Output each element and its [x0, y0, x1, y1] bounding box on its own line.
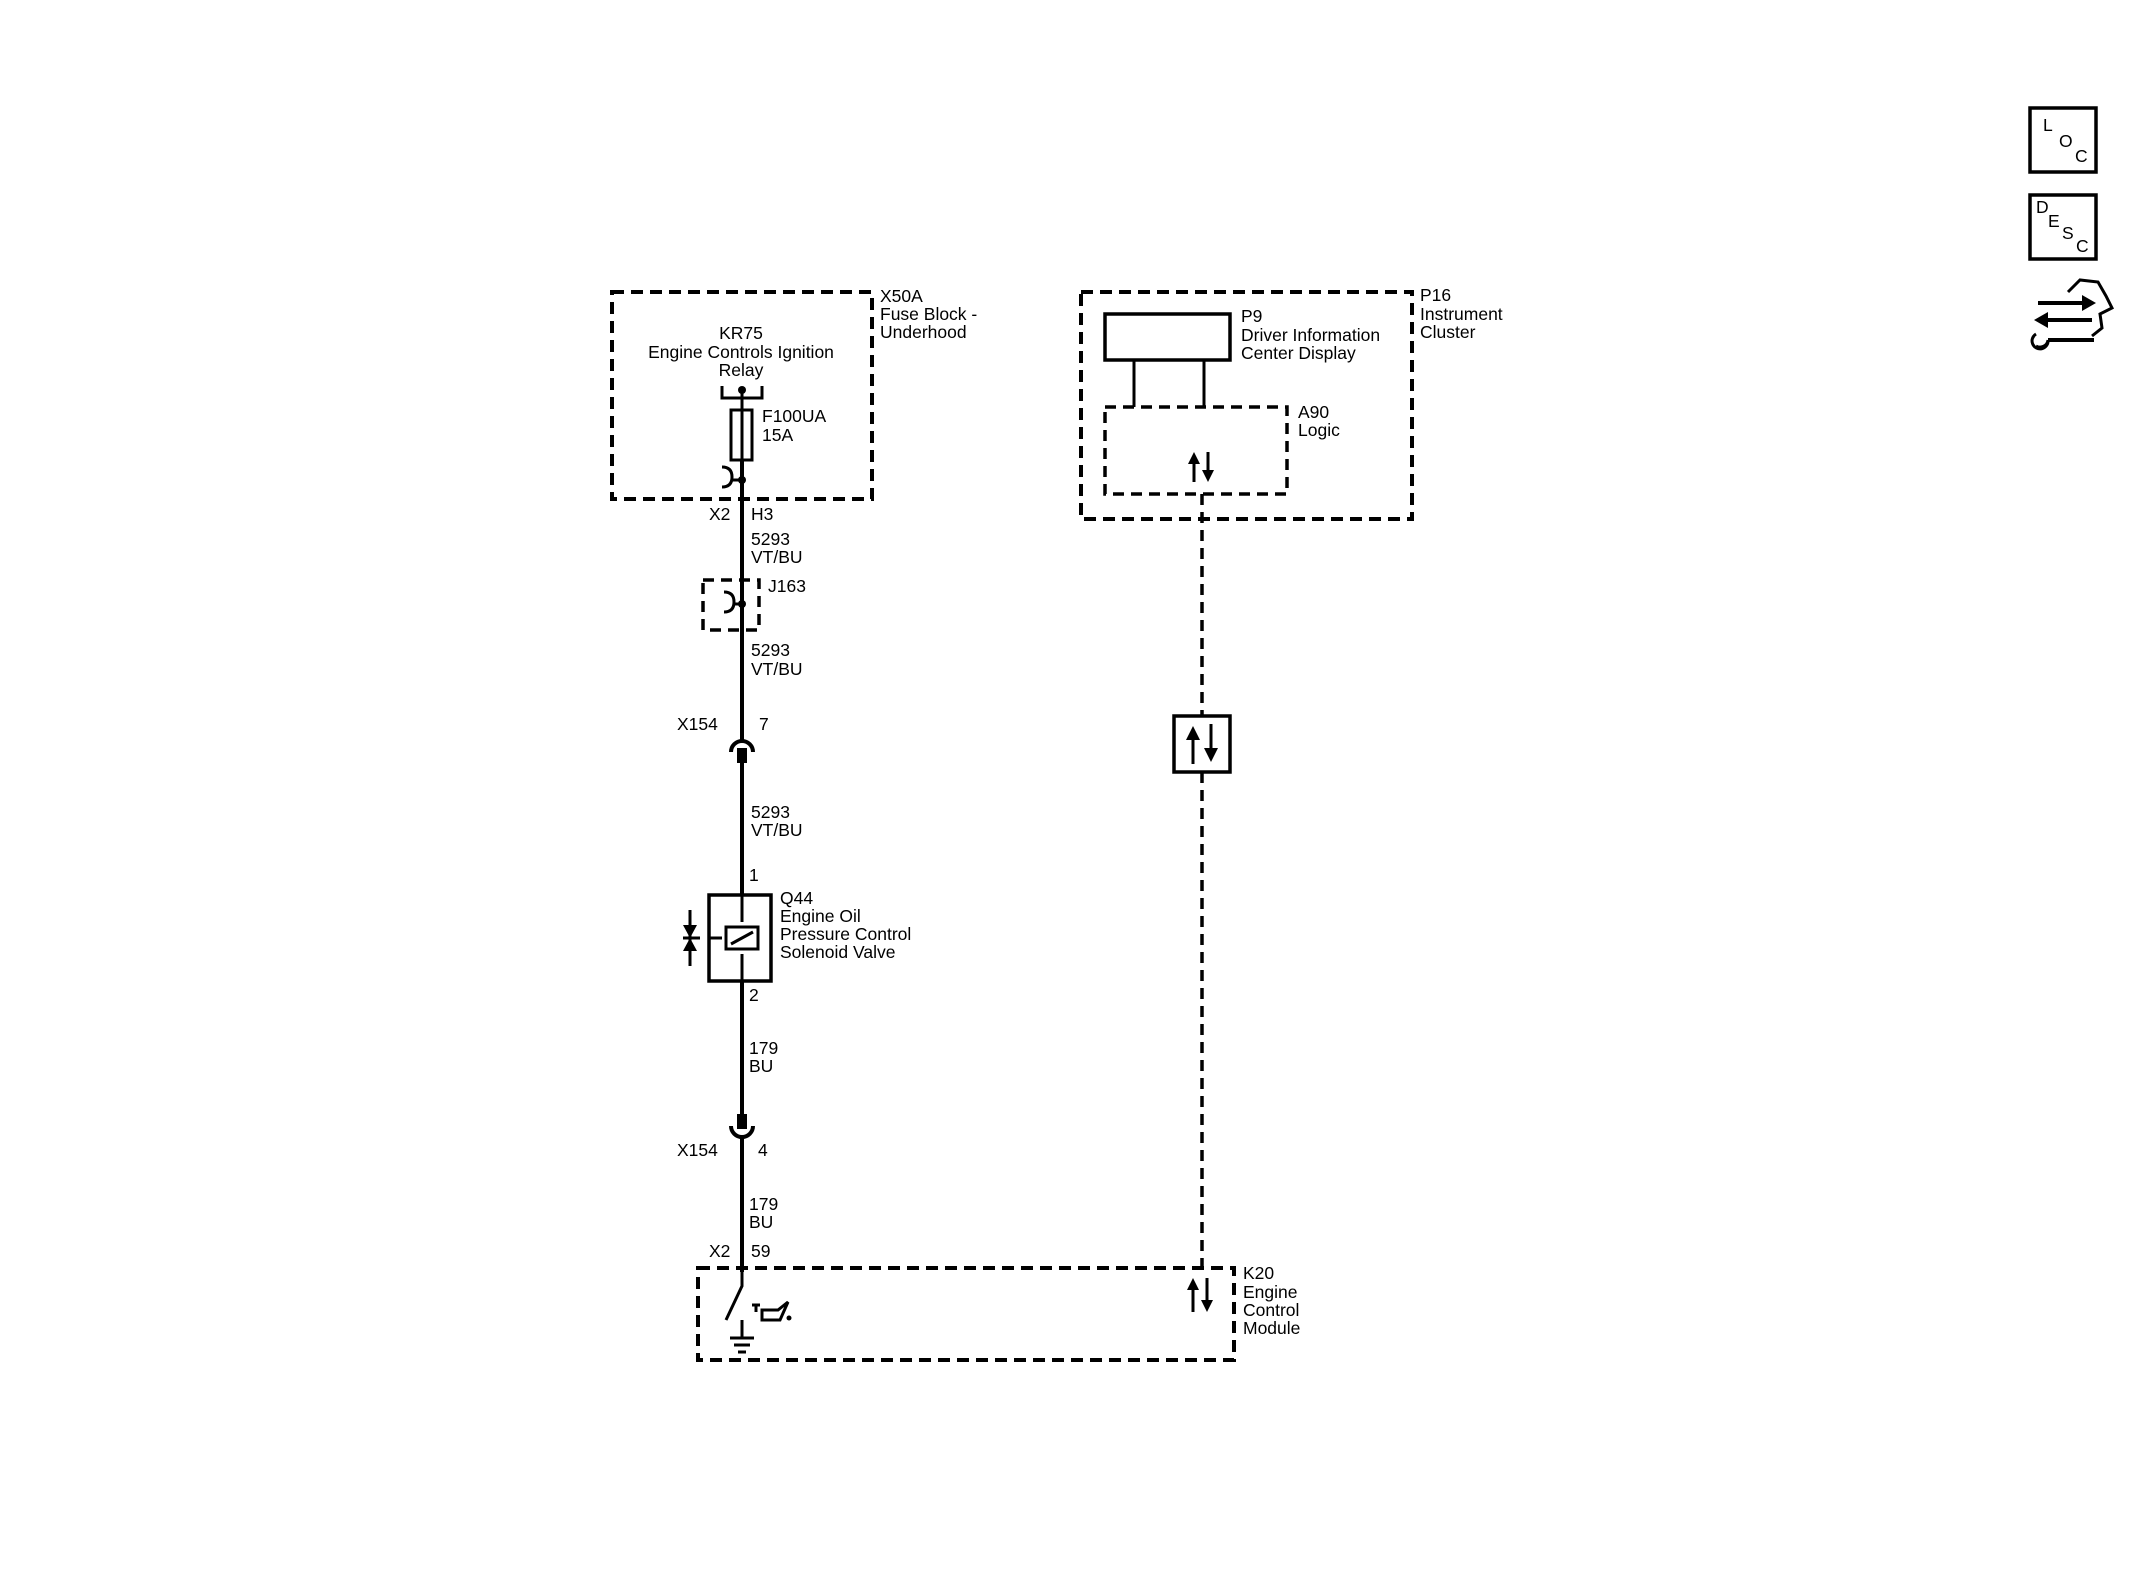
svg-text:Logic: Logic — [1298, 420, 1340, 440]
inline-connector-x154-7 — [729, 739, 755, 763]
fuse-label: F100UA 15A — [762, 406, 827, 445]
svg-text:Engine: Engine — [1243, 1282, 1298, 1302]
splice-j163-label: J163 — [768, 576, 806, 596]
wire-179-label-2: 179 BU — [749, 1194, 778, 1232]
wire-179-label-1: 179 BU — [749, 1038, 778, 1076]
svg-text:VT/BU: VT/BU — [751, 659, 803, 679]
relay-contact-symbol — [720, 386, 764, 410]
svg-text:E: E — [2048, 211, 2060, 231]
instrument-cluster-label: P16 Instrument Cluster — [1420, 285, 1503, 342]
svg-text:Control: Control — [1243, 1300, 1299, 1320]
instrument-cluster-boundary — [1079, 290, 1414, 521]
svg-text:4: 4 — [758, 1140, 768, 1160]
svg-text:Solenoid Valve: Solenoid Valve — [780, 942, 895, 962]
desc-button[interactable]: D E S C — [2028, 193, 2098, 261]
svg-text:A90: A90 — [1298, 402, 1329, 422]
svg-text:H3: H3 — [751, 504, 773, 524]
svg-text:L: L — [2043, 115, 2053, 135]
solenoid-pin-1: 1 — [749, 865, 759, 885]
svg-text:S: S — [2062, 223, 2074, 243]
solenoid-pin-2: 2 — [749, 985, 759, 1005]
svg-text:Module: Module — [1243, 1318, 1300, 1338]
svg-text:7: 7 — [759, 714, 769, 734]
connector-end-view-icon[interactable] — [2030, 278, 2115, 351]
svg-text:VT/BU: VT/BU — [751, 547, 803, 567]
ecm-data-arrows-icon — [1187, 1278, 1213, 1312]
fuse-block-label: X50A Fuse Block - Underhood — [880, 286, 977, 342]
svg-text:5293: 5293 — [751, 529, 790, 549]
splice-j163-boundary — [701, 578, 761, 632]
logic-label: A90 Logic — [1298, 402, 1340, 440]
svg-text:Underhood: Underhood — [880, 322, 967, 342]
svg-text:BU: BU — [749, 1056, 773, 1076]
ecm-boundary — [696, 1266, 1236, 1362]
svg-text:Pressure Control: Pressure Control — [780, 924, 911, 944]
svg-text:KR75: KR75 — [719, 323, 763, 343]
loc-button[interactable]: L O C — [2028, 106, 2098, 174]
wire-5293-label-1: 5293 VT/BU — [751, 529, 803, 567]
svg-text:P9: P9 — [1241, 306, 1262, 326]
low-side-switch-symbol — [724, 1272, 754, 1354]
svg-text:Engine Controls Ignition: Engine Controls Ignition — [648, 342, 834, 362]
svg-text:X154: X154 — [677, 1140, 718, 1160]
svg-text:VT/BU: VT/BU — [751, 820, 803, 840]
svg-text:F100UA: F100UA — [762, 406, 827, 426]
svg-text:59: 59 — [751, 1241, 770, 1261]
svg-text:Cluster: Cluster — [1420, 322, 1476, 342]
svg-text:Fuse Block -: Fuse Block - — [880, 304, 977, 324]
svg-text:179: 179 — [749, 1194, 778, 1214]
dic-display-symbol — [1103, 312, 1232, 407]
svg-text:C: C — [2075, 146, 2088, 166]
svg-text:Q44: Q44 — [780, 888, 813, 908]
fuse-symbol — [729, 408, 754, 462]
svg-text:BU: BU — [749, 1212, 773, 1232]
svg-text:5293: 5293 — [751, 640, 790, 660]
connector-x154-7-label: X154 7 — [677, 714, 769, 734]
ecm-label: K20 Engine Control Module — [1243, 1263, 1300, 1338]
svg-text:179: 179 — [749, 1038, 778, 1058]
svg-text:Center Display: Center Display — [1241, 343, 1356, 363]
solenoid-label: Q44 Engine Oil Pressure Control Solenoid… — [780, 888, 911, 962]
connector-x2-59-label: X2 59 — [709, 1241, 770, 1261]
splice-j163-symbol — [723, 590, 746, 614]
svg-text:X2: X2 — [709, 504, 730, 524]
svg-text:X154: X154 — [677, 714, 718, 734]
svg-text:Relay: Relay — [719, 360, 764, 380]
dic-display-label: P9 Driver Information Center Display — [1241, 306, 1380, 363]
logic-boundary — [1103, 405, 1289, 496]
logic-data-arrows-icon — [1188, 452, 1214, 482]
solenoid-valve-symbol — [683, 893, 773, 983]
svg-text:Instrument: Instrument — [1420, 304, 1503, 324]
connector-x154-4-label: X154 4 — [677, 1140, 768, 1160]
svg-text:5293: 5293 — [751, 802, 790, 822]
svg-text:X50A: X50A — [880, 286, 923, 306]
connector-x2-h3-label: X2 H3 — [709, 504, 773, 524]
svg-text:K20: K20 — [1243, 1263, 1274, 1283]
inline-connector-x154-4 — [729, 1114, 755, 1139]
svg-text:O: O — [2059, 131, 2073, 151]
oil-can-icon — [752, 1300, 792, 1322]
svg-text:X2: X2 — [709, 1241, 730, 1261]
svg-text:Driver Information: Driver Information — [1241, 325, 1380, 345]
svg-text:15A: 15A — [762, 425, 793, 445]
serial-data-icon — [1172, 714, 1232, 774]
svg-text:C: C — [2076, 236, 2089, 256]
svg-text:Engine Oil: Engine Oil — [780, 906, 861, 926]
svg-text:D: D — [2036, 197, 2049, 217]
wire-5293-label-3: 5293 VT/BU — [751, 802, 803, 840]
svg-text:P16: P16 — [1420, 285, 1451, 305]
relay-label: KR75 Engine Controls Ignition Relay — [648, 323, 834, 380]
wire-5293-label-2: 5293 VT/BU — [751, 640, 803, 679]
